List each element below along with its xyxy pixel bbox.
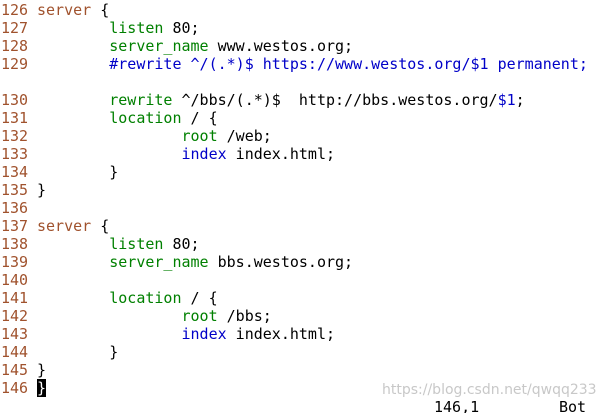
code-token: server: [37, 1, 92, 19]
code-token: [37, 109, 109, 127]
code-token: [37, 235, 109, 253]
line-code: server_name www.westos.org;: [37, 37, 353, 55]
code-token: 80;: [163, 19, 200, 37]
code-token: [37, 127, 182, 145]
line-number: 143: [1, 325, 29, 343]
code-token: / {: [181, 109, 218, 127]
code-token: index: [181, 325, 227, 343]
line-code: server_name bbs.westos.org;: [37, 253, 353, 271]
code-token: #rewrite ^/(.*)$ https://www.westos.org/…: [109, 55, 588, 73]
code-token: [37, 19, 109, 37]
line-number: 144: [1, 343, 29, 361]
code-token: [37, 55, 109, 73]
code-token: }: [37, 181, 47, 199]
code-token: index.html;: [226, 325, 336, 343]
line-number: 146: [1, 379, 29, 397]
line-code: }: [37, 163, 118, 181]
line-number: 130: [1, 91, 29, 109]
line-number: 142: [1, 307, 29, 325]
line-number: 138: [1, 235, 29, 253]
code-token: ;: [515, 91, 525, 109]
code-token: bbs.westos.org;: [208, 253, 354, 271]
line-number: 129: [1, 55, 29, 73]
line-code: }: [37, 361, 46, 379]
code-token: $1: [497, 91, 516, 109]
line-number: 145: [1, 361, 29, 379]
line-code: root /bbs;: [37, 307, 272, 325]
code-token: {: [91, 1, 110, 19]
line-number: 136: [1, 199, 29, 217]
code-token: }: [37, 361, 47, 379]
code-token: index: [181, 145, 227, 163]
code-token: [37, 253, 109, 271]
line-code: root /web;: [37, 127, 272, 145]
code-token: [37, 325, 182, 343]
line-code: }: [37, 181, 46, 199]
watermark: https://blog.csdn.net/qwqq233: [382, 382, 597, 398]
line-code: server {: [37, 1, 109, 19]
line-number: 133: [1, 145, 29, 163]
cursor-position: 146,1: [434, 398, 480, 413]
line-number: 137: [1, 217, 29, 235]
code-token: [37, 145, 182, 163]
code-token: [37, 307, 182, 325]
code-token: server: [37, 217, 92, 235]
code-token: [37, 37, 109, 55]
line-code: location / {: [37, 109, 218, 127]
line-code: index index.html;: [37, 325, 336, 343]
line-number: 139: [1, 253, 29, 271]
code-token: }: [37, 343, 119, 361]
line-number: 131: [1, 109, 29, 127]
code-token: location: [109, 289, 182, 307]
code-token: }: [37, 163, 119, 181]
line-number: 134: [1, 163, 29, 181]
code-token: ^/bbs/(.*)$ http://bbs.westos.org/: [172, 91, 498, 109]
line-code: listen 80;: [37, 19, 200, 37]
cursor: }: [37, 379, 47, 397]
line-number: 127: [1, 19, 29, 37]
code-token: server_name: [109, 253, 209, 271]
code-token: www.westos.org;: [208, 37, 354, 55]
code-token: root: [181, 127, 218, 145]
code-token: server_name: [109, 37, 209, 55]
line-number: 132: [1, 127, 29, 145]
line-number: 141: [1, 289, 29, 307]
line-code: #rewrite ^/(.*)$ https://www.westos.org/…: [37, 55, 588, 73]
line-code: location / {: [37, 289, 218, 307]
code-token: /bbs;: [217, 307, 272, 325]
line-code: }: [37, 343, 118, 361]
line-number: 140: [1, 271, 29, 289]
line-code: rewrite ^/bbs/(.*)$ http://bbs.westos.or…: [37, 91, 525, 109]
line-code: server {: [37, 217, 109, 235]
line-number: 135: [1, 181, 29, 199]
line-code: listen 80;: [37, 235, 200, 253]
scroll-indicator: Bot: [559, 398, 587, 413]
code-token: [37, 289, 109, 307]
line-code: }: [37, 379, 47, 397]
line-code: index index.html;: [37, 145, 336, 163]
code-token: index.html;: [226, 145, 336, 163]
code-token: rewrite: [109, 91, 173, 109]
line-number: 128: [1, 37, 29, 55]
code-token: listen: [109, 19, 164, 37]
line-number: 126: [1, 1, 29, 19]
code-token: 80;: [163, 235, 200, 253]
code-token: [37, 91, 109, 109]
code-token: {: [91, 217, 110, 235]
code-token: root: [181, 307, 218, 325]
code-token: listen: [109, 235, 164, 253]
code-token: /web;: [217, 127, 272, 145]
code-token: location: [109, 109, 182, 127]
code-token: / {: [181, 289, 218, 307]
